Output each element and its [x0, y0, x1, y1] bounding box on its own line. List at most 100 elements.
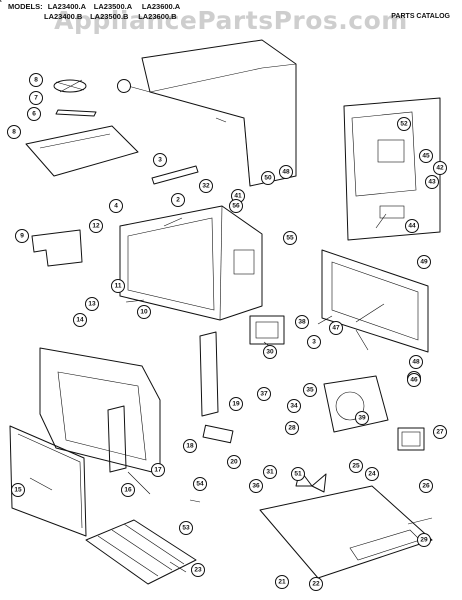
- callout-number: 32: [202, 183, 210, 190]
- model-number: LA23400.A: [47, 2, 87, 11]
- callout-number: 25: [352, 463, 360, 470]
- callout-number: 26: [422, 483, 430, 490]
- callout-number: 34: [290, 403, 298, 410]
- callout-number: 21: [278, 579, 286, 586]
- callout-number: 12: [92, 223, 100, 230]
- callout-number: 11: [115, 283, 122, 290]
- callout-number: 35: [306, 387, 314, 394]
- callout-number: 47: [332, 325, 340, 332]
- callout-number: 23: [194, 567, 202, 574]
- part-callout: 6: [27, 107, 41, 121]
- callout-number: 48: [412, 359, 420, 366]
- callout-number: 16: [124, 487, 132, 494]
- part-callout: 16: [121, 483, 135, 497]
- waveguide-bracket: [31, 229, 83, 267]
- watermark: AppliancePartsPros.com: [54, 6, 408, 35]
- part-callout: 44: [405, 219, 419, 233]
- callout-number: 7: [34, 95, 38, 102]
- part-callout: 29: [417, 533, 431, 547]
- outer-door: [9, 425, 87, 537]
- part-callout: 7: [29, 91, 43, 105]
- part-callout: 17: [151, 463, 165, 477]
- callout-number: 14: [76, 317, 84, 324]
- part-callout: 55: [283, 231, 297, 245]
- callout-number: 31: [266, 469, 274, 476]
- callout-number: 53: [182, 525, 190, 532]
- models-row-1: MODELS: LA23400.A LA23500.A LA23600.A: [8, 2, 180, 11]
- base-plate: [259, 485, 433, 579]
- part-callout: 35: [303, 383, 317, 397]
- callout-number: 54: [196, 481, 204, 488]
- catalog-title: PARTS CATALOG: [391, 13, 450, 20]
- callout-number: 8: [34, 77, 38, 84]
- part-callout: 22: [309, 577, 323, 591]
- part-callout: 51: [291, 467, 305, 481]
- part-callout: 3: [307, 335, 321, 349]
- callout-number: 39: [358, 415, 366, 422]
- callout-number: 52: [400, 121, 408, 128]
- part-callout: 20: [227, 455, 241, 469]
- part-callout: 53: [179, 521, 193, 535]
- callout-number: 49: [420, 259, 428, 266]
- callout-number: 43: [428, 179, 436, 186]
- callout-number: 55: [286, 235, 294, 242]
- part-callout: 23: [191, 563, 205, 577]
- callout-number: 6: [32, 111, 36, 118]
- callout-number: 42: [436, 165, 444, 172]
- callout-number: 48: [282, 169, 290, 176]
- callout-number: 1: [0, 0, 2, 4]
- part-callout: 24: [365, 467, 379, 481]
- callout-number: 4: [114, 203, 118, 210]
- part-callout: 49: [417, 255, 431, 269]
- part-callout: 2: [171, 193, 185, 207]
- callout-number: 10: [140, 309, 148, 316]
- part-callout: 45: [419, 149, 433, 163]
- models-row-2: LA23400.B LA23500.B LA23600.B: [44, 12, 177, 21]
- part-callout: 31: [263, 465, 277, 479]
- callout-number: 24: [368, 471, 376, 478]
- part-callout: 50: [261, 171, 275, 185]
- part-callout: 4: [109, 199, 123, 213]
- part-callout: 52: [397, 117, 411, 131]
- callout-number: 17: [154, 467, 162, 474]
- callout-number: 44: [408, 223, 416, 230]
- part-callout: 9: [15, 229, 29, 243]
- part-callout: 14: [73, 313, 87, 327]
- part-callout: 19: [229, 397, 243, 411]
- part-callout: 37: [257, 387, 271, 401]
- callout-number: 3: [158, 157, 162, 164]
- part-callout: 18: [183, 439, 197, 453]
- magnetron: [249, 315, 285, 345]
- oven-rack: [85, 519, 197, 585]
- callout-number: 41: [234, 193, 242, 200]
- top-plate: [25, 125, 139, 177]
- part-callout: 43: [425, 175, 439, 189]
- stirrer-fan: [53, 79, 97, 117]
- callout-number: 18: [186, 443, 194, 450]
- part-callout: 32: [199, 179, 213, 193]
- callout-number: 28: [288, 425, 296, 432]
- model-number: LA23400.B: [44, 12, 83, 21]
- model-number: LA23600.A: [141, 2, 181, 11]
- part-callout: 36: [249, 479, 263, 493]
- part-callout: 48: [409, 355, 423, 369]
- callout-number: 46: [410, 377, 418, 384]
- callout-number: 9: [20, 233, 24, 240]
- callout-number: 8: [12, 129, 16, 136]
- model-number: LA23500.B: [90, 12, 129, 21]
- part-callout: 3: [153, 153, 167, 167]
- part-callout: 11: [111, 279, 125, 293]
- part-callout: 48: [279, 165, 293, 179]
- part-callout: 25: [349, 459, 363, 473]
- part-callout: 38: [295, 315, 309, 329]
- part-callout: 12: [89, 219, 103, 233]
- models-label: MODELS:: [8, 2, 43, 11]
- callout-number: 22: [312, 581, 320, 588]
- part-callout: 30: [263, 345, 277, 359]
- callout-number: 37: [260, 391, 268, 398]
- callout-number: 2: [176, 197, 180, 204]
- part-callout: 42: [433, 161, 447, 175]
- part-callout: 8: [7, 125, 21, 139]
- callout-number: 56: [232, 203, 240, 210]
- callout-number: 50: [264, 175, 272, 182]
